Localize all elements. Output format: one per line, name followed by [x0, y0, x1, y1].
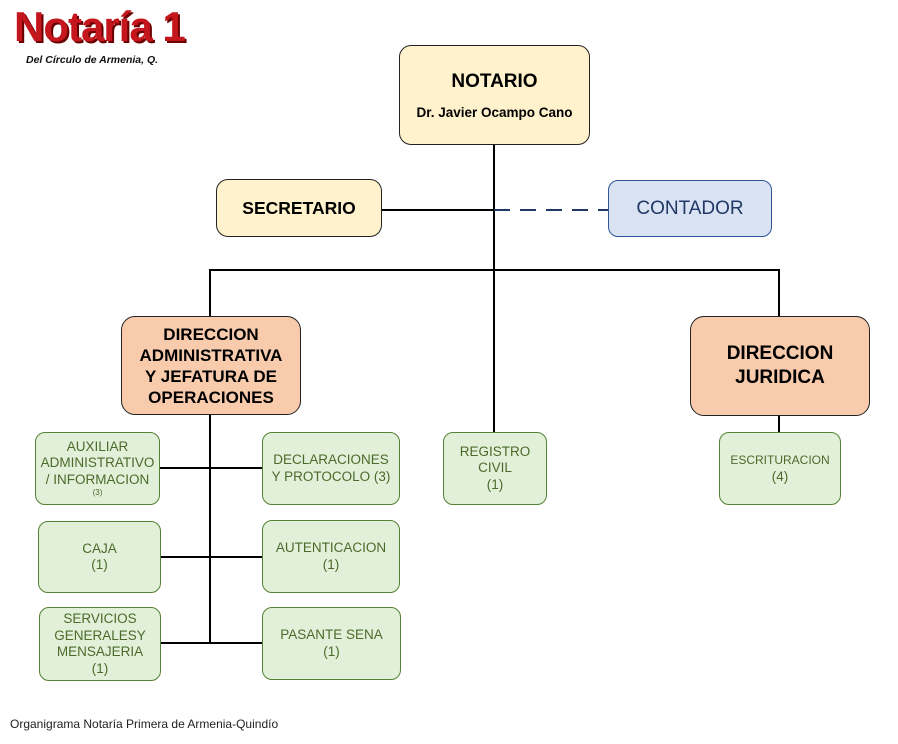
declaraciones-line2: Y PROTOCOLO (3) [271, 468, 391, 484]
declaraciones-line1: DECLARACIONES [273, 452, 389, 467]
notario-title: NOTARIO [451, 70, 538, 92]
direccion-admin-line1: DIRECCION [163, 324, 259, 344]
servicios-line3: MENSAJERIA [56, 644, 144, 659]
registro-count: (1) [486, 476, 504, 492]
contador-label: CONTADOR [636, 197, 744, 219]
secretario-label: SECRETARIO [242, 197, 356, 218]
autenticacion-box: AUTENTICACION (1) [262, 520, 400, 593]
secretario-box: SECRETARIO [216, 179, 382, 237]
autenticacion-label: AUTENTICACION [275, 540, 387, 555]
autenticacion-count: (1) [322, 556, 340, 572]
auxiliar-administrativo-box: AUXILIAR ADMINISTRATIVO / INFORMACION (3… [35, 432, 160, 505]
registro-civil-box: REGISTRO CIVIL (1) [443, 432, 547, 505]
notario-box: NOTARIO Dr. Javier Ocampo Cano [399, 45, 590, 145]
logo: Notaría 1 Del Círculo de Armenia, Q. [14, 4, 214, 70]
auxiliar-line1: AUXILIAR [66, 438, 129, 454]
escrituracion-label: ESCRITURACION [730, 453, 830, 467]
pasante-count: (1) [323, 643, 340, 659]
direccion-admin-line3: Y JEFATURA DE [145, 366, 277, 386]
servicios-count: (1) [91, 660, 109, 676]
servicios-line1: SERVICIOS [63, 611, 137, 626]
escrituracion-box: ESCRITURACION (4) [719, 432, 841, 505]
direccion-admin-line4: OPERACIONES [148, 387, 274, 407]
diagram-caption: Organigrama Notaría Primera de Armenia-Q… [10, 717, 279, 731]
escrituracion-count: (4) [771, 468, 789, 484]
direccion-juridica-line2: JURIDICA [735, 367, 825, 388]
pasante-label: PASANTE SENA [280, 627, 383, 642]
auxiliar-count: (3) [92, 488, 103, 498]
auxiliar-line3: / INFORMACION [45, 471, 150, 487]
declaraciones-protocolo-box: DECLARACIONES Y PROTOCOLO (3) [262, 432, 400, 505]
caja-count: (1) [91, 557, 108, 572]
servicios-line2: GENERALESY [54, 627, 146, 643]
direccion-administrativa-box: DIRECCION ADMINISTRATIVA Y JEFATURA DE O… [121, 316, 301, 415]
direccion-juridica-box: DIRECCION JURIDICA [690, 316, 870, 416]
registro-line2: CIVIL [478, 460, 512, 476]
auxiliar-line2: ADMINISTRATIVO [40, 455, 155, 471]
direccion-juridica-line1: DIRECCION [726, 343, 834, 364]
direccion-admin-line2: ADMINISTRATIVA [139, 345, 283, 365]
registro-line1: REGISTRO [459, 443, 531, 459]
caja-box: CAJA (1) [38, 521, 161, 593]
logo-subtitle: Del Círculo de Armenia, Q. [26, 54, 159, 66]
servicios-generales-box: SERVICIOS GENERALESY MENSAJERIA (1) [39, 607, 161, 681]
logo-title: Notaría 1 [14, 3, 186, 50]
pasante-sena-box: PASANTE SENA (1) [262, 607, 401, 680]
notario-name: Dr. Javier Ocampo Cano [416, 104, 573, 120]
contador-box: CONTADOR [608, 180, 772, 237]
caja-label: CAJA [82, 540, 117, 556]
